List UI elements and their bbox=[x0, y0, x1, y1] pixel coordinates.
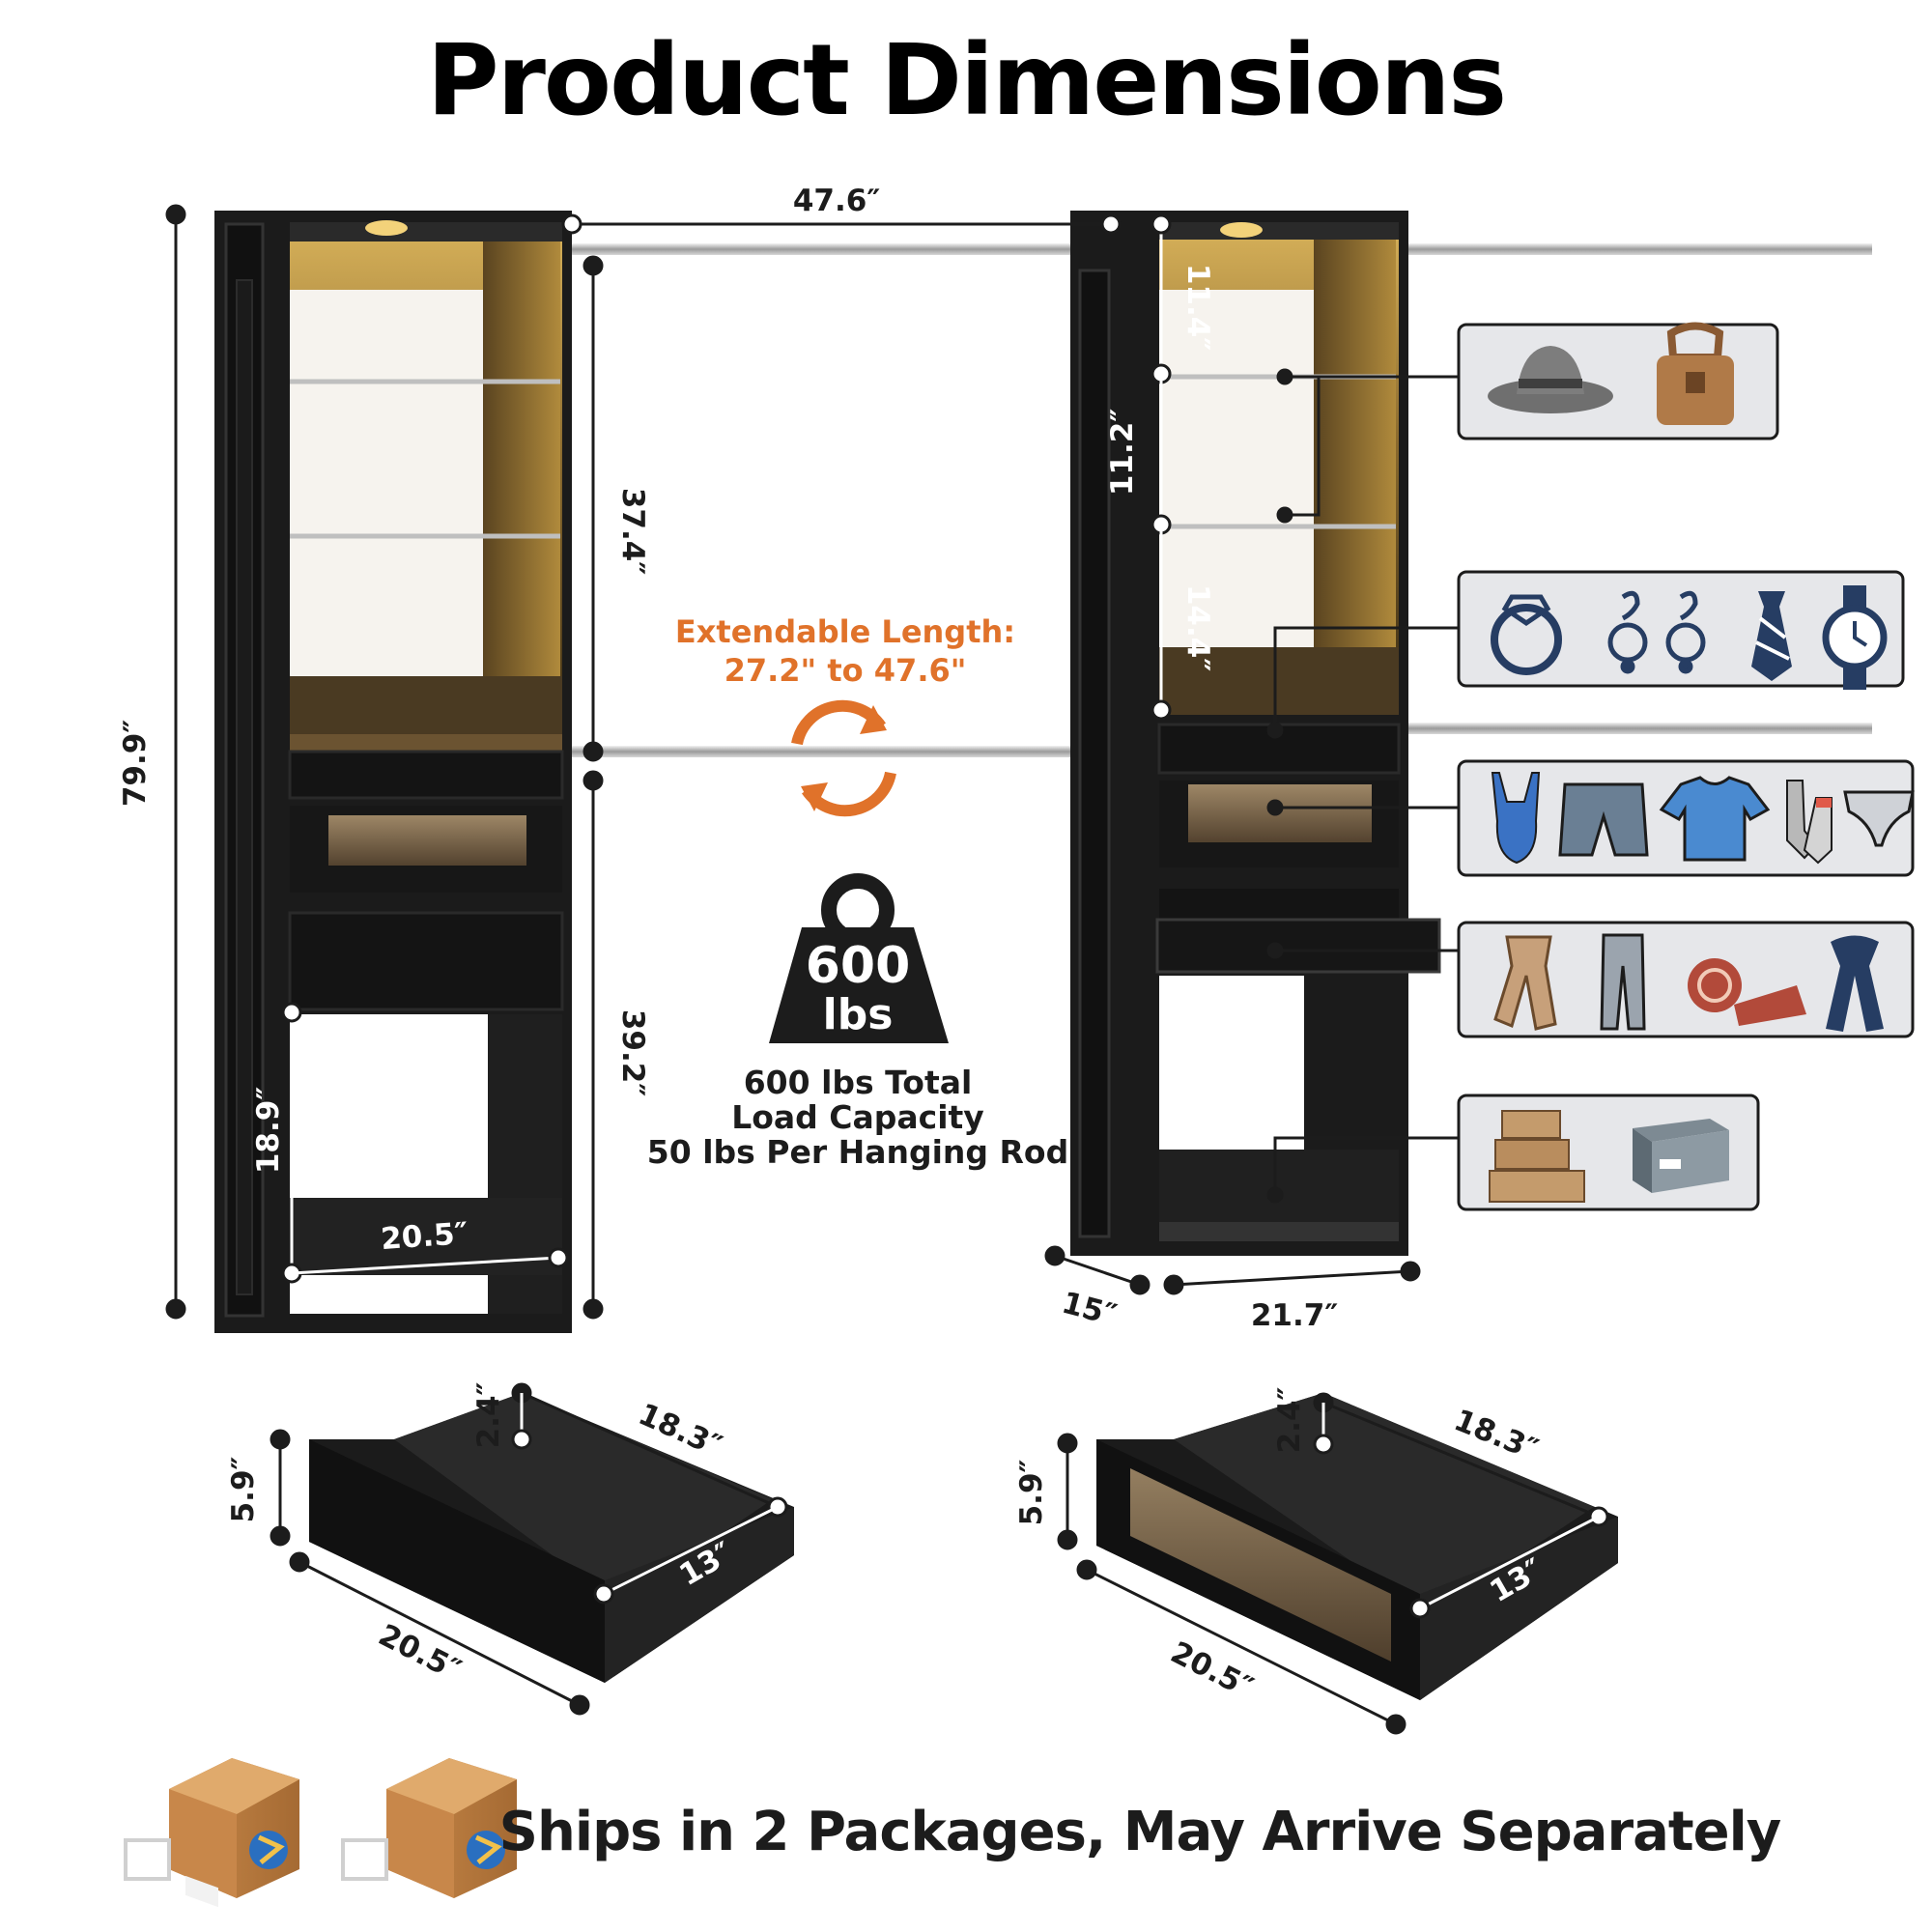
weight-value: 600 bbox=[806, 937, 911, 995]
watch-icon bbox=[1822, 585, 1888, 690]
drawer-left-width-label: 20.5″ bbox=[373, 1618, 467, 1689]
overall-height-label: 79.9″ bbox=[118, 720, 153, 807]
capacity-line-1: 600 lbs Total bbox=[744, 1064, 973, 1101]
socks-icon bbox=[1786, 780, 1833, 865]
callout-leaders bbox=[1266, 368, 1459, 1204]
rod-width-label: 47.6″ bbox=[793, 184, 880, 218]
right-tower bbox=[1070, 211, 1441, 1256]
capacity-line-2: Load Capacity bbox=[731, 1098, 984, 1136]
storage-callout-4 bbox=[1457, 921, 1915, 1038]
pants-icon bbox=[1600, 933, 1646, 1031]
extend-arrows-icon bbox=[791, 699, 896, 817]
shorts-icon bbox=[1558, 782, 1649, 857]
drawer-right-dimension-lines bbox=[1057, 1392, 1609, 1735]
hanging-rods bbox=[572, 243, 1872, 757]
extendable-range: 27.2" to 47.6" bbox=[724, 652, 967, 689]
earrings-icon bbox=[1607, 590, 1706, 674]
storage-callout-2 bbox=[1457, 570, 1905, 690]
storage-callout-1 bbox=[1457, 322, 1779, 440]
ring-icon bbox=[1491, 594, 1562, 675]
tower-width-label: 21.7″ bbox=[1251, 1298, 1338, 1333]
package-icon bbox=[124, 1758, 299, 1908]
weight-icon bbox=[769, 873, 949, 1043]
middle-shelf-gap-label: 11.2″ bbox=[1105, 409, 1140, 496]
drawer-left bbox=[309, 1393, 794, 1683]
inner-width-label: 20.5″ bbox=[380, 1216, 469, 1257]
lower-section-height-label: 39.2″ bbox=[615, 1009, 650, 1096]
top-shelf-gap-label: 11.4″ bbox=[1180, 264, 1215, 351]
extendable-label: Extendable Length: bbox=[675, 613, 1015, 650]
drawer-right-height-label: 5.9″ bbox=[1014, 1459, 1049, 1525]
dimension-lines bbox=[165, 204, 1421, 1320]
left-tower bbox=[214, 211, 572, 1333]
underwear-icon bbox=[1843, 790, 1915, 847]
package-icon bbox=[341, 1758, 517, 1898]
drawer-right-side-height-label: 2.4″ bbox=[1272, 1386, 1307, 1453]
stacked-boxes-icon bbox=[1489, 1110, 1585, 1203]
shoebox-icon bbox=[1633, 1119, 1729, 1193]
upper-section-height-label: 37.4″ bbox=[615, 488, 650, 575]
swimsuit-icon bbox=[1491, 772, 1541, 865]
weight-unit: lbs bbox=[823, 990, 894, 1039]
capacity-line-3: 50 lbs Per Hanging Rod bbox=[647, 1133, 1068, 1171]
page-title: Product Dimensions bbox=[427, 23, 1505, 138]
tshirt-icon bbox=[1659, 776, 1771, 862]
blanket-icon bbox=[1688, 958, 1806, 1026]
hat-icon bbox=[1488, 346, 1613, 413]
drawer-right-width-label: 20.5″ bbox=[1165, 1635, 1259, 1706]
depth-label: 15″ bbox=[1058, 1286, 1121, 1334]
storage-callout-5 bbox=[1457, 1094, 1760, 1211]
storage-callout-3 bbox=[1457, 759, 1915, 877]
drawer-left-side-height-label: 2.4″ bbox=[471, 1381, 506, 1448]
tie-icon bbox=[1751, 591, 1792, 681]
drawer-left-dimension-lines bbox=[270, 1382, 788, 1716]
open-cubby-height-label: 18.9″ bbox=[251, 1087, 286, 1174]
knit-scarf-icon bbox=[1826, 935, 1884, 1032]
silk-scarf-icon bbox=[1493, 935, 1557, 1031]
drawer-left-height-label: 5.9″ bbox=[226, 1456, 261, 1522]
lower-shelf-gap-label: 14.4″ bbox=[1180, 584, 1215, 671]
handbag-icon bbox=[1657, 322, 1734, 425]
shipping-note: Ships in 2 Packages, May Arrive Separate… bbox=[499, 1801, 1781, 1863]
